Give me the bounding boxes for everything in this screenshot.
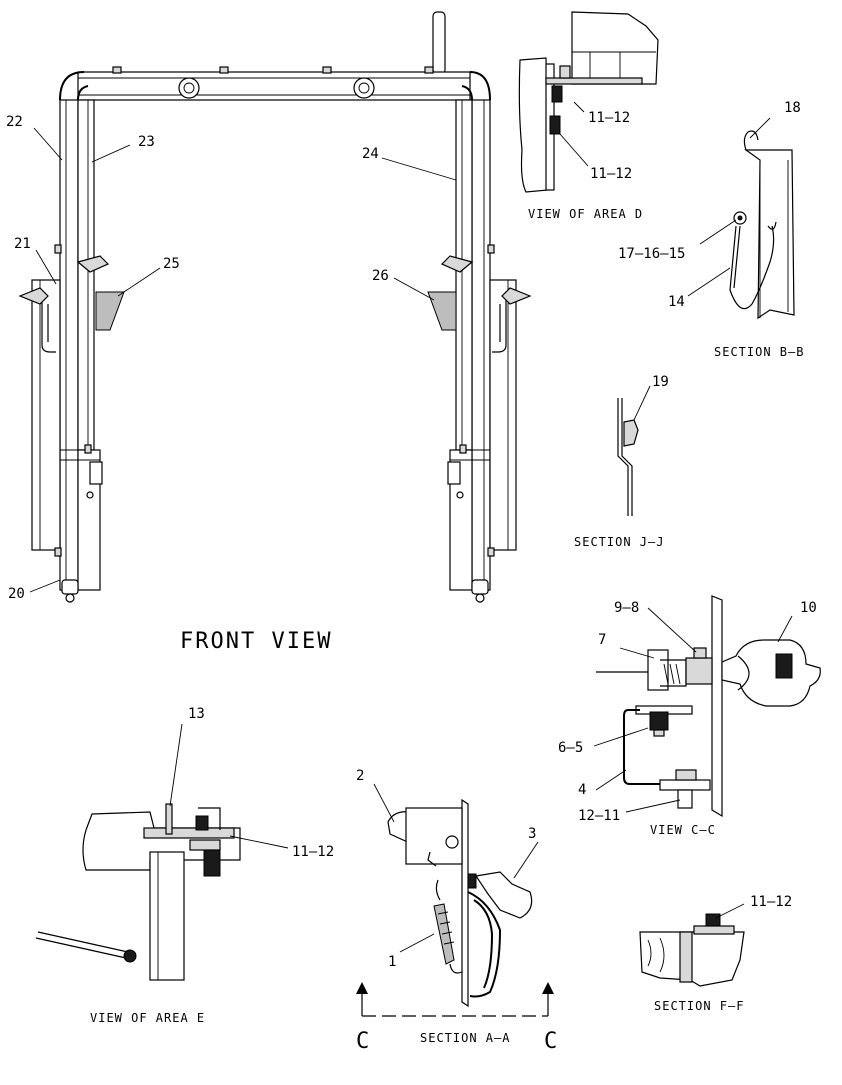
section-bb-drawing — [687, 117, 795, 320]
callout-19: 19 — [652, 374, 669, 390]
callout-23: 23 — [138, 134, 155, 150]
cutting-plane-cc — [356, 982, 554, 1017]
caption-view-area-d: VIEW OF AREA D — [528, 207, 643, 221]
callout-14: 14 — [668, 294, 685, 310]
callout-2: 2 — [356, 768, 364, 784]
callout-11-12-f: 11–12 — [750, 894, 792, 910]
callout-18: 18 — [784, 100, 801, 116]
cutting-plane-label-right: C — [544, 1029, 559, 1054]
front-view-leaders — [29, 127, 457, 593]
callout-25: 25 — [163, 256, 180, 272]
callout-26: 26 — [372, 268, 389, 284]
callout-3: 3 — [528, 826, 536, 842]
caption-section-jj: SECTION J–J — [574, 535, 664, 549]
callout-24: 24 — [362, 146, 379, 162]
callout-21: 21 — [14, 236, 31, 252]
callout-13: 13 — [188, 706, 205, 722]
caption-section-bb: SECTION B–B — [714, 345, 804, 359]
callout-6-5: 6–5 — [558, 740, 583, 756]
section-jj-drawing — [617, 385, 651, 516]
front-view-drawing — [18, 11, 532, 603]
callout-1: 1 — [388, 954, 396, 970]
caption-front-view: FRONT VIEW — [180, 629, 332, 654]
section-ff-drawing — [639, 903, 745, 987]
callout-11-12-e: 11–12 — [292, 844, 334, 860]
section-aa-drawing — [373, 783, 539, 1008]
view-area-e-drawing — [35, 723, 289, 981]
view-cc-drawing — [593, 595, 821, 818]
callout-7: 7 — [598, 632, 606, 648]
callout-20: 20 — [8, 586, 25, 602]
callout-17-16-15: 17–16–15 — [618, 246, 685, 262]
callout-4: 4 — [578, 782, 586, 798]
caption-section-ff: SECTION F–F — [654, 999, 744, 1013]
caption-view-area-e: VIEW OF AREA E — [90, 1011, 205, 1025]
callout-9-8: 9–8 — [614, 600, 639, 616]
callout-11-12-d-lower: 11–12 — [590, 166, 632, 182]
callout-12-11: 12–11 — [578, 808, 620, 824]
view-area-d-drawing — [518, 11, 659, 193]
caption-section-aa: SECTION A–A — [420, 1031, 510, 1045]
callout-10: 10 — [800, 600, 817, 616]
cutting-plane-label-left: C — [356, 1029, 371, 1054]
callout-11-12-d-upper: 11–12 — [588, 110, 630, 126]
caption-view-cc: VIEW C–C — [650, 823, 716, 837]
callout-22: 22 — [6, 114, 23, 130]
